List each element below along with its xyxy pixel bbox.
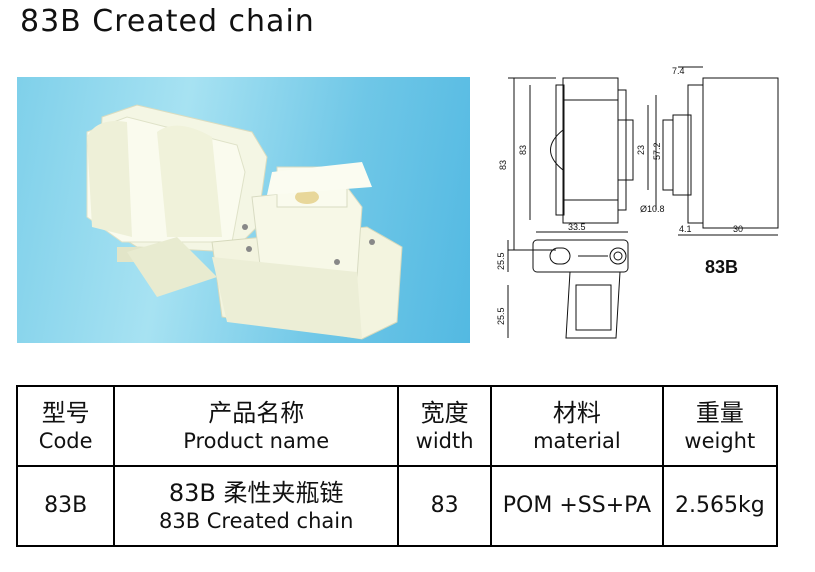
dim-30: 30 <box>733 224 743 234</box>
header-weight: 重量 weight <box>661 385 779 467</box>
cell-code: 83B <box>15 465 116 547</box>
header-product-name: 产品名称 Product name <box>113 385 400 467</box>
dim-83-inner: 83 <box>518 145 528 155</box>
dim-23: 23 <box>636 145 646 155</box>
cell-material: POM +SS+PA <box>490 465 664 547</box>
chain-illustration <box>86 104 403 340</box>
cell-width: 83 <box>397 465 493 547</box>
header-material: 材料 material <box>490 385 664 467</box>
dim-25-5-a: 25.5 <box>496 252 506 270</box>
dim-25-5-b: 25.5 <box>496 307 506 325</box>
header-code: 型号 Code <box>15 385 116 467</box>
dim-33-5: 33.5 <box>568 222 586 232</box>
dim-4-1: 4.1 <box>679 224 692 234</box>
product-photo <box>17 77 470 343</box>
drawing-model-label: 83B <box>705 257 739 277</box>
dim-7-4: 7.4 <box>672 66 685 76</box>
table-row: 83B 83B 柔性夹瓶链 83B Created chain 83 POM +… <box>15 465 779 547</box>
spec-table: 型号 Code 产品名称 Product name 宽度 width 材料 ma… <box>15 385 779 547</box>
cell-weight: 2.565kg <box>661 465 779 547</box>
cell-product-name: 83B 柔性夹瓶链 83B Created chain <box>113 465 400 547</box>
dim-83-outer: 83 <box>498 160 508 170</box>
technical-drawing: 7.4 83 83 23 57.2 Ø10.8 4.1 30 33.5 25.5… <box>488 60 798 350</box>
table-header-row: 型号 Code 产品名称 Product name 宽度 width 材料 ma… <box>15 385 779 467</box>
page-title: 83B Created chain <box>20 4 315 39</box>
dim-57-2: 57.2 <box>652 142 662 160</box>
dim-diameter: Ø10.8 <box>640 204 665 214</box>
header-width: 宽度 width <box>397 385 493 467</box>
dimension-drawing-svg: 7.4 83 83 23 57.2 Ø10.8 4.1 30 33.5 25.5… <box>496 66 779 339</box>
